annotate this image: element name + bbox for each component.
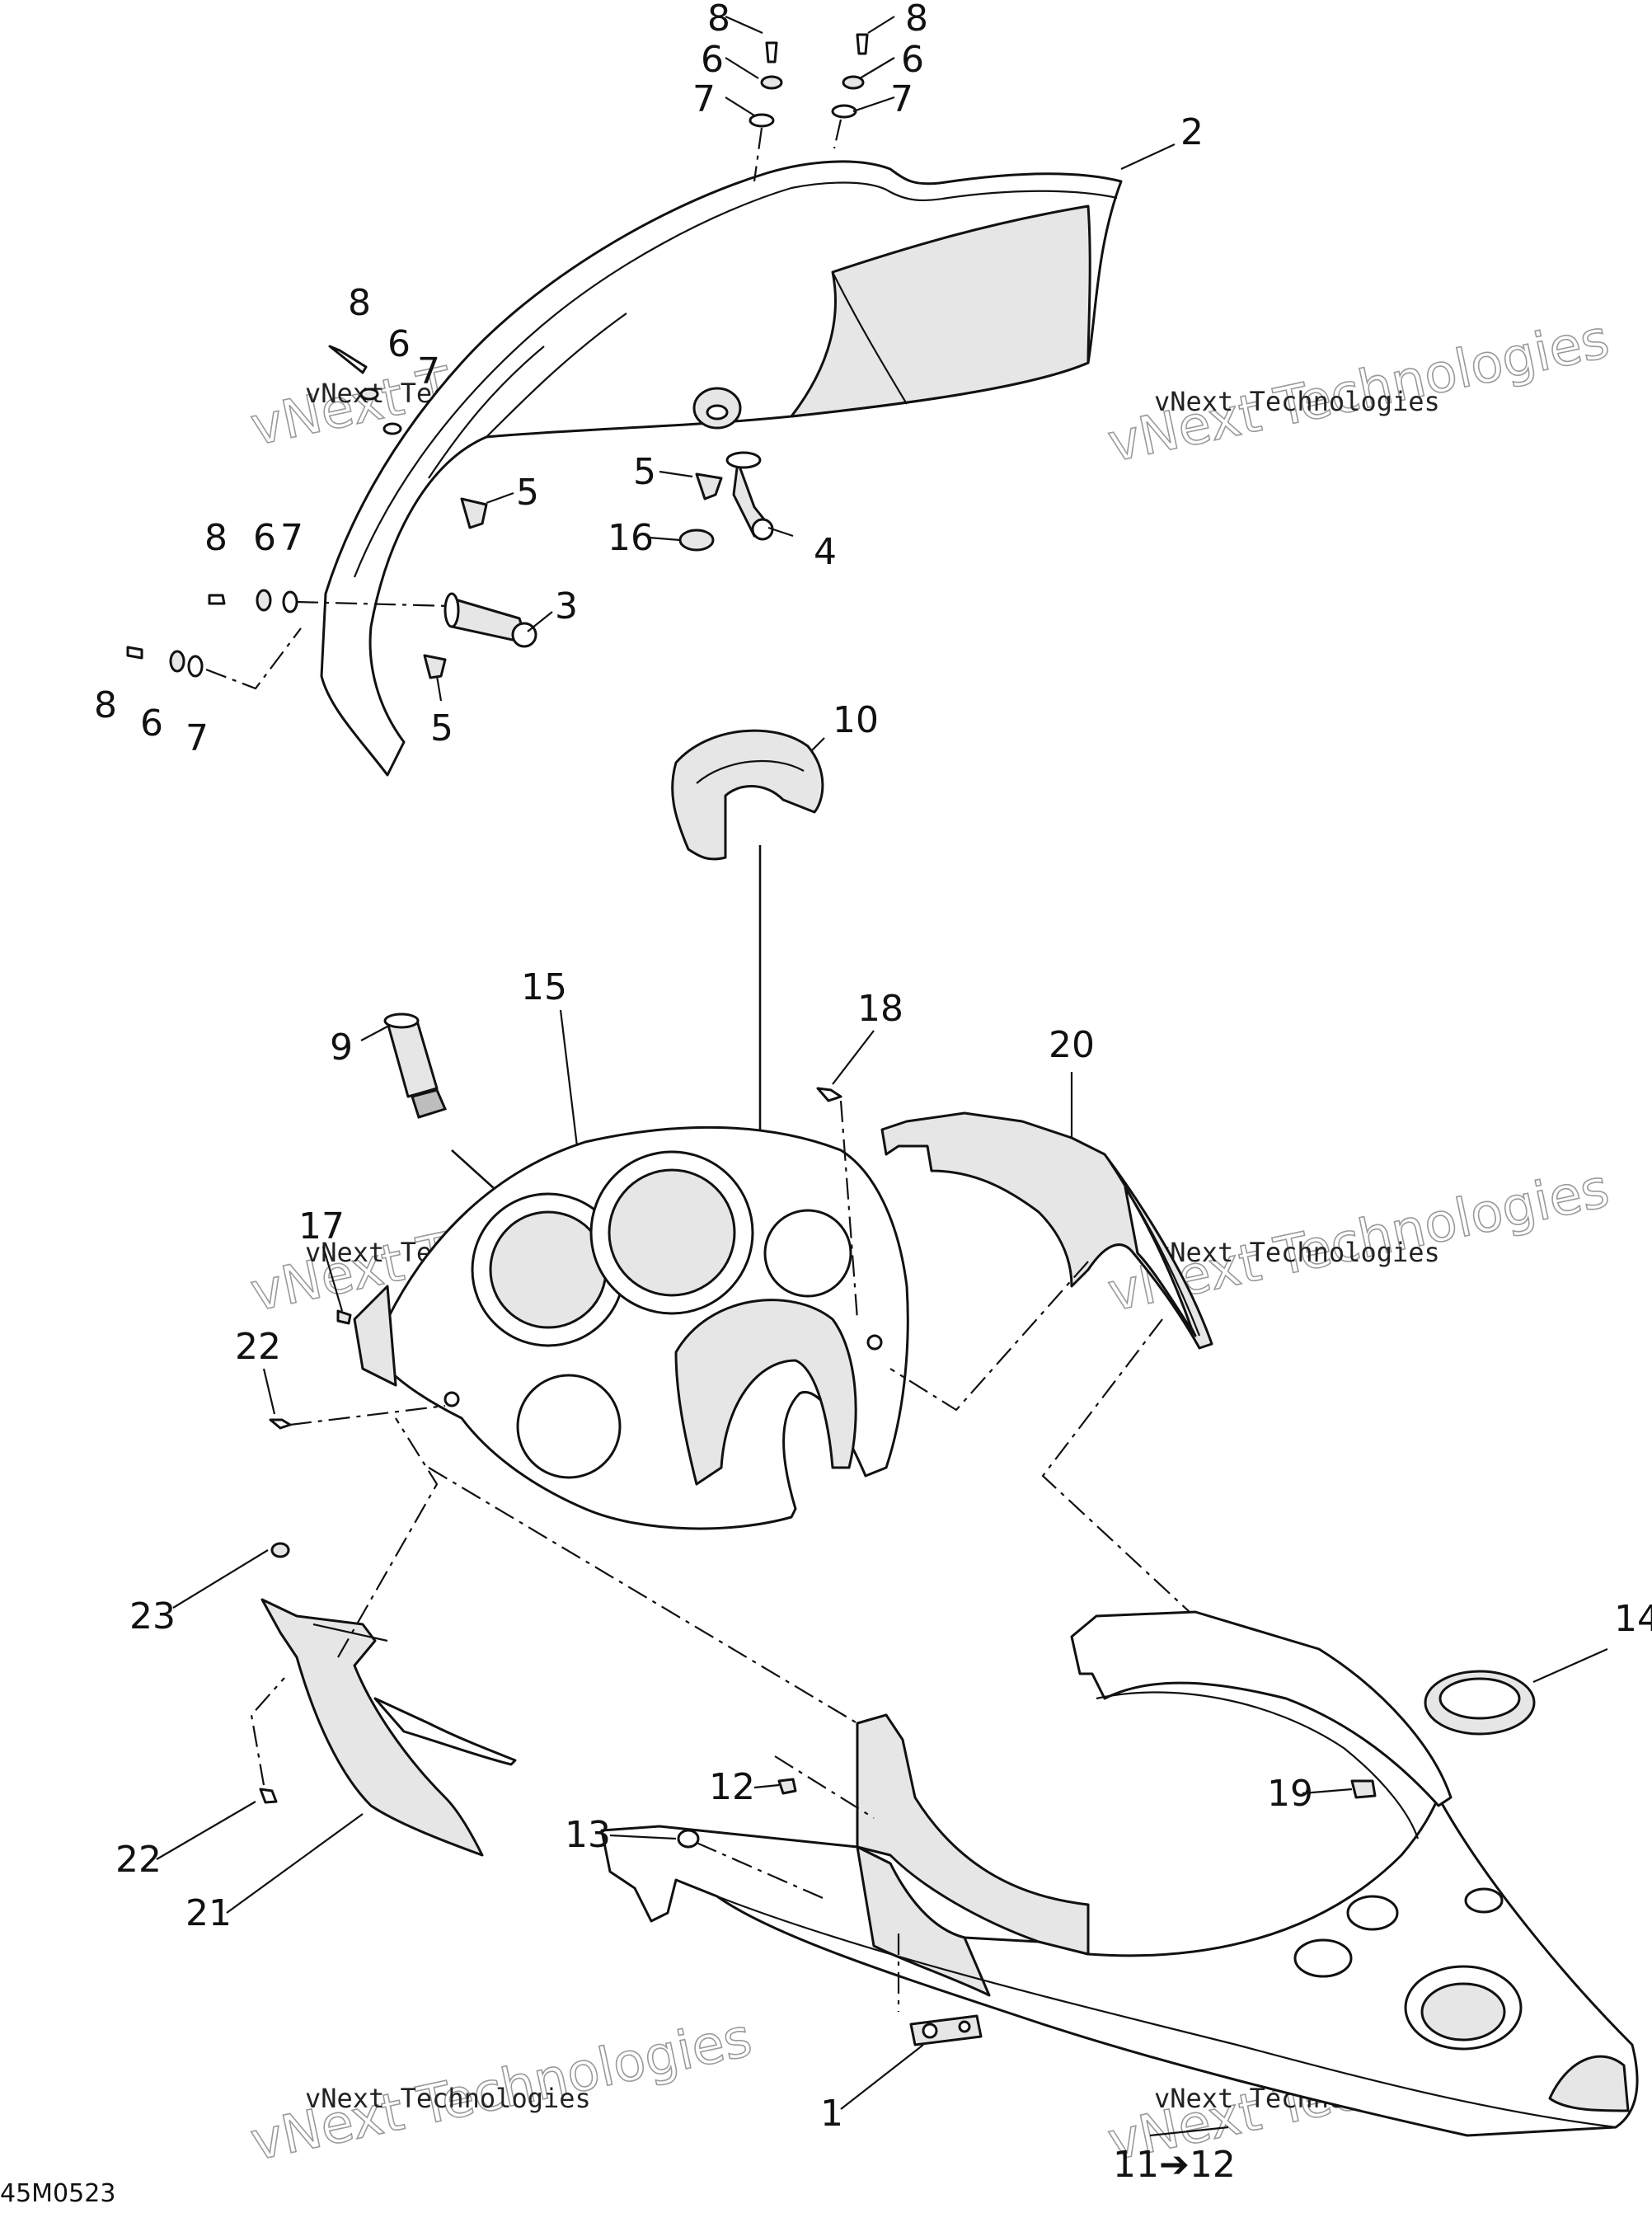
callout-3: 3: [555, 585, 578, 627]
hardware-stack-left-upper: [328, 345, 402, 435]
callout-21: 21: [185, 1892, 232, 1934]
part-22-screw-lower: [250, 1677, 285, 1804]
part-13-screw: [677, 1829, 829, 1902]
part-2-upper-cover: [320, 160, 1123, 777]
part-10-hood: [671, 729, 824, 861]
part-3-latch: [444, 592, 537, 648]
dash-20-to-14: [1041, 1318, 1213, 1633]
callout-9: 9: [330, 1027, 353, 1069]
callout-7: 7: [692, 78, 716, 120]
callout-note-11-12: 11➔12: [1113, 2144, 1236, 2186]
callout-8: 8: [94, 684, 117, 726]
hardware-stack-top-left: [749, 41, 783, 182]
callout-12: 12: [709, 1766, 755, 1808]
callout-6: 6: [387, 323, 411, 365]
callout-22: 22: [235, 1326, 281, 1368]
watermark-small-text: vNext Technologies: [1154, 386, 1440, 417]
callout-19: 19: [1267, 1773, 1313, 1815]
callout-6: 6: [901, 39, 924, 81]
hardware-stack-left-low: [126, 627, 302, 690]
callout-6: 6: [140, 702, 163, 745]
callout-6: 6: [253, 517, 276, 559]
part-1-lower-body: [600, 1610, 1639, 2137]
callout-22: 22: [115, 1839, 162, 1881]
part-16-grommet: [678, 529, 715, 552]
part-14-fuel-cap-ring: [1424, 1670, 1536, 1736]
callout-15: 15: [521, 966, 567, 1008]
part-1-bracket: [897, 1933, 983, 2046]
callout-20: 20: [1049, 1024, 1095, 1066]
callout-labels: 2 8 6 7 8 6 7 8 6 7 5 5 16 4 8 6 7 3 8 6…: [94, 0, 1652, 2186]
callout-8: 8: [348, 282, 371, 324]
part-19-clip: [1350, 1779, 1377, 1799]
callout-8: 8: [204, 517, 228, 559]
part-17-nut: [336, 1309, 352, 1325]
callout-14: 14: [1614, 1598, 1652, 1640]
callout-5: 5: [633, 451, 656, 493]
callout-7: 7: [417, 350, 440, 392]
callout-17: 17: [298, 1205, 345, 1247]
callout-13: 13: [565, 1814, 611, 1856]
hardware-stack-left-mid: [208, 589, 450, 613]
leader-lines: [156, 15, 1608, 2137]
callout-5: 5: [430, 707, 453, 749]
callout-8: 8: [905, 0, 928, 40]
callout-18: 18: [857, 988, 903, 1030]
hardware-stack-top-right: [831, 33, 869, 149]
watermark-small-text: vNext Technologies: [1154, 1237, 1440, 1268]
part-15-cluster-housing: [353, 1125, 909, 1530]
part-18-screw: [816, 1087, 859, 1320]
callout-1: 1: [820, 2093, 843, 2135]
part-20-right-panel: [880, 1111, 1213, 1350]
callout-6: 6: [701, 39, 724, 81]
drawing-code: 45M0523: [0, 2179, 115, 2208]
part-23-clip: [270, 1542, 290, 1558]
watermark-small-text: vNext Technologies: [305, 2083, 591, 2114]
callout-4: 4: [814, 531, 837, 573]
callout-8: 8: [707, 0, 730, 40]
callout-5: 5: [516, 472, 539, 514]
callout-23: 23: [129, 1595, 176, 1637]
dash-20-to-15: [889, 1261, 1089, 1412]
callout-2: 2: [1180, 111, 1204, 153]
callout-7: 7: [185, 717, 209, 759]
part-9-switch: [383, 1013, 448, 1119]
dash-21-to-15: [337, 1417, 439, 1658]
part-12-nut: [774, 1755, 875, 1819]
part-5-clips: [423, 472, 723, 679]
part-4-latch: [725, 451, 774, 541]
part-22-screw-upper: [269, 1404, 446, 1430]
callout-7: 7: [890, 78, 913, 120]
callout-7: 7: [280, 517, 303, 559]
callout-10: 10: [833, 699, 879, 741]
dash-15-to-1: [428, 1467, 858, 1724]
part-21-left-panel: [260, 1598, 517, 1857]
callout-16: 16: [608, 517, 654, 559]
